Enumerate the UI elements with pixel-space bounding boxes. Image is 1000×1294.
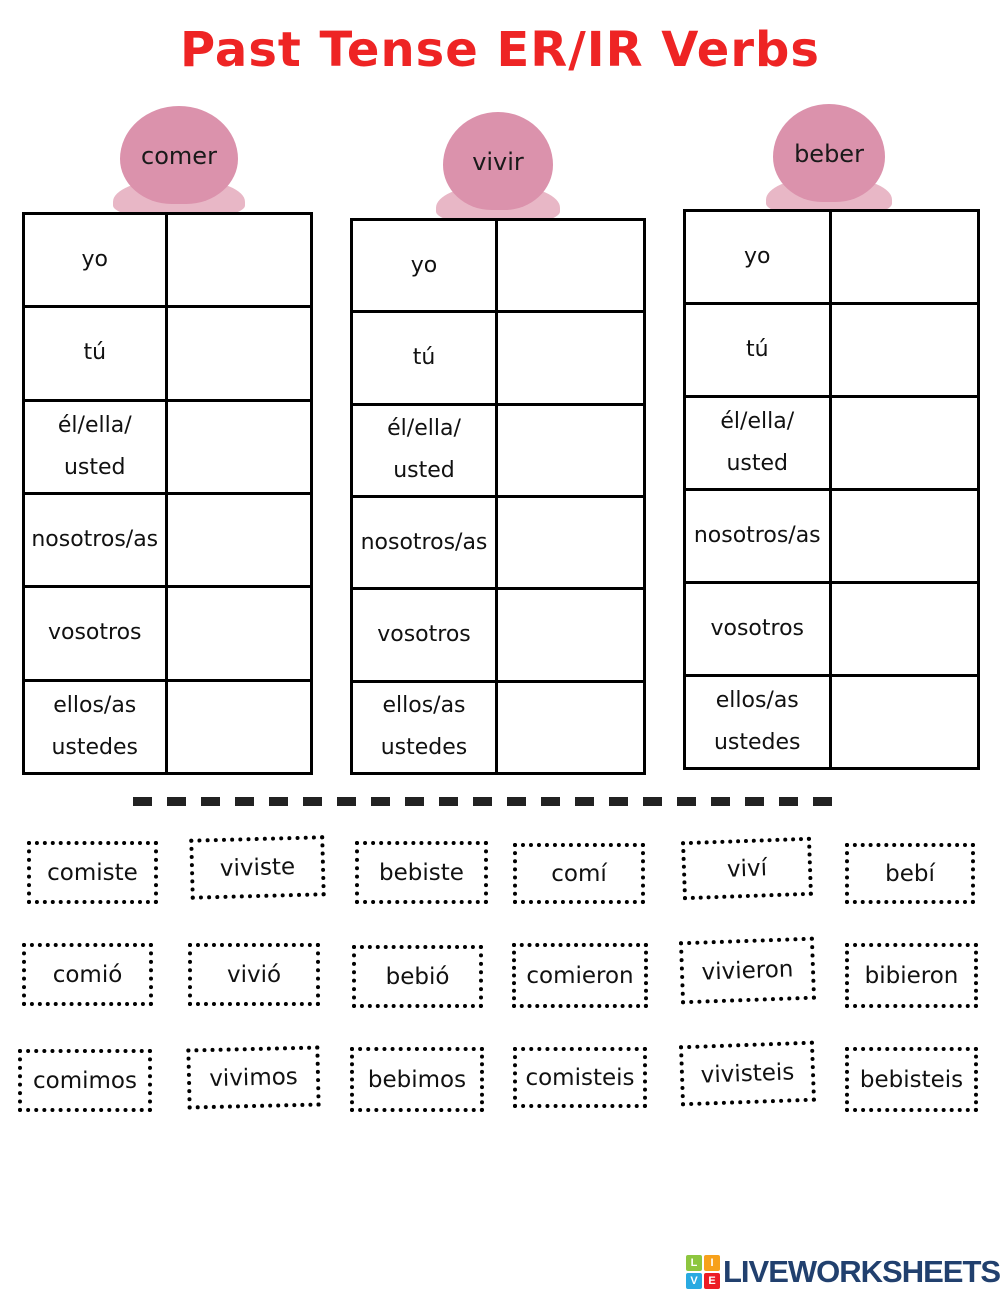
word-tile[interactable]: comió <box>22 943 153 1006</box>
pronoun-label: él/ella/usted <box>353 405 498 495</box>
table-row: tú <box>25 305 310 399</box>
logo-tile-e: E <box>704 1273 720 1289</box>
logo-tile-i: I <box>704 1255 720 1271</box>
word-tile[interactable]: comisteis <box>513 1047 647 1108</box>
table-row: vosotros <box>686 581 977 674</box>
word-tile[interactable]: bebisteis <box>845 1047 978 1112</box>
pronoun-label: yo <box>353 221 498 311</box>
word-tile[interactable]: viví <box>681 836 813 901</box>
table-row: nosotros/as <box>686 488 977 581</box>
scoop-ball <box>120 106 238 204</box>
word-tile[interactable]: bebió <box>352 945 483 1008</box>
pronoun-label: nosotros/as <box>686 491 832 581</box>
word-tile[interactable]: vivió <box>188 943 320 1006</box>
pronoun-label: nosotros/as <box>25 494 168 586</box>
table-row: él/ella/usted <box>353 402 643 495</box>
pronoun-label: tú <box>25 308 168 399</box>
table-row: yo <box>353 221 643 311</box>
ice-cream-scoop-icon: comer <box>113 106 245 230</box>
table-row: él/ella/usted <box>686 395 977 488</box>
pronoun-label: tú <box>353 313 498 403</box>
table-row: tú <box>686 302 977 395</box>
word-tile[interactable]: bebí <box>845 843 975 904</box>
pronoun-label: vosotros <box>686 584 832 674</box>
table-row: tú <box>353 310 643 403</box>
logo-tile-l: L <box>686 1255 702 1271</box>
logo-tile-v: V <box>686 1273 702 1289</box>
word-tile[interactable]: vivisteis <box>678 1040 817 1107</box>
pronoun-label: vosotros <box>25 588 168 679</box>
word-tile[interactable]: comieron <box>512 943 648 1008</box>
word-tile[interactable]: viviste <box>189 835 326 900</box>
word-tile[interactable]: bibieron <box>845 943 978 1008</box>
verb-label-vivir: vivir <box>472 148 524 176</box>
scoop-ball <box>773 104 885 202</box>
word-tile[interactable]: vivimos <box>186 1045 321 1110</box>
verb-label-comer: comer <box>141 142 217 170</box>
pronoun-label: él/ella/usted <box>686 398 832 488</box>
scoop-ball <box>443 112 553 210</box>
pronoun-label: vosotros <box>353 590 498 680</box>
table-row: yo <box>686 212 977 302</box>
table-row: yo <box>25 215 310 306</box>
page-title: Past Tense ER/IR Verbs <box>180 22 820 78</box>
word-tile[interactable]: comimos <box>18 1049 152 1112</box>
word-tile[interactable]: bebiste <box>355 841 488 904</box>
table-row: vosotros <box>353 587 643 680</box>
word-tile[interactable]: vivieron <box>678 936 817 1005</box>
pronoun-label: él/ella/usted <box>25 401 168 492</box>
table-row: vosotros <box>25 585 310 679</box>
pronoun-label: yo <box>25 215 168 306</box>
pronoun-label: nosotros/as <box>353 497 498 588</box>
table-row: nosotros/as <box>25 491 310 586</box>
logo-text: LIVEWORKSHEETS <box>723 1254 1000 1289</box>
pronoun-label: yo <box>686 212 832 302</box>
word-tile[interactable]: comí <box>513 843 645 904</box>
word-tile[interactable]: bebimos <box>350 1047 484 1112</box>
verb-label-beber: beber <box>794 140 864 168</box>
pronoun-label: tú <box>686 305 832 395</box>
word-tile[interactable]: comiste <box>27 841 158 904</box>
table-row: nosotros/as <box>353 494 643 588</box>
dashed-divider <box>133 797 845 806</box>
table-row: él/ella/usted <box>25 398 310 492</box>
